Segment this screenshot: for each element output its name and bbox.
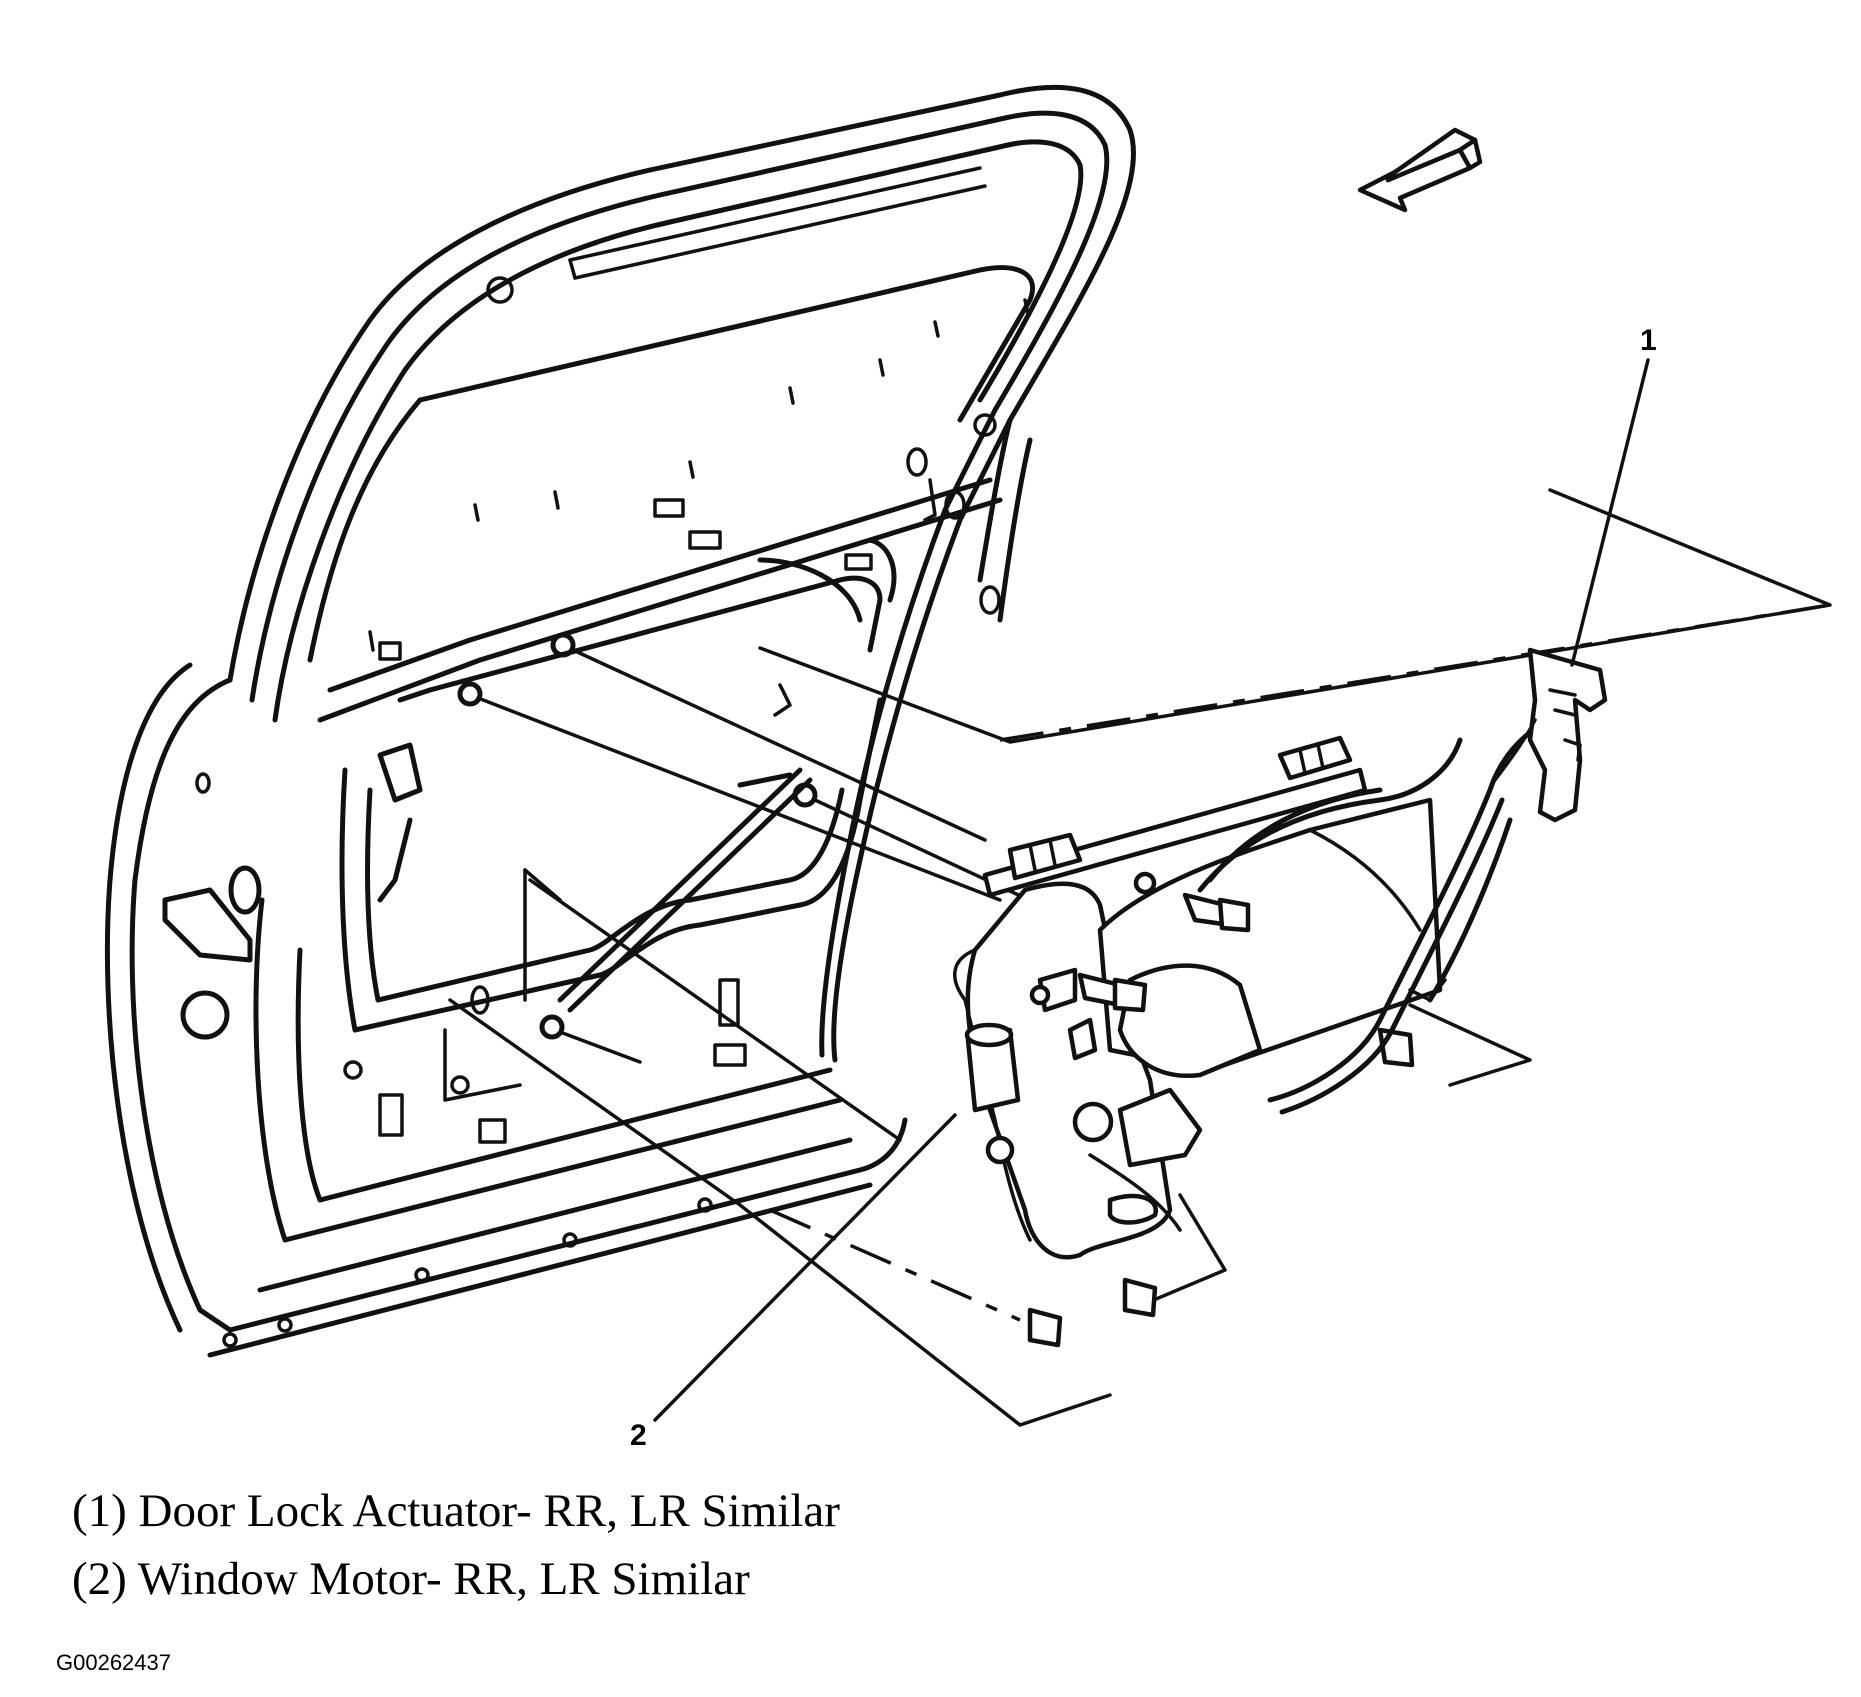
direction-arrow-icon	[1357, 127, 1483, 213]
nut-right	[1377, 1027, 1415, 1068]
explode-lines	[448, 488, 1832, 1427]
callout-1-label: 1	[1640, 324, 1657, 357]
legend-item-door-lock-actuator: (1) Door Lock Actuator- RR, LR Similar	[72, 1485, 840, 1537]
door-frame	[104, 84, 1136, 1358]
figure-id: G00262437	[56, 1650, 171, 1675]
bolt-top	[1182, 892, 1251, 933]
nut-bottom-left	[1027, 1307, 1063, 1348]
legend-item-window-motor: (2) Window Motor- RR, LR Similar	[72, 1553, 750, 1605]
nut-bottom-right	[1122, 1277, 1158, 1318]
window-regulator-assembly	[953, 647, 1608, 1348]
callout-2: 2	[630, 1113, 957, 1452]
callout-1: 1	[1570, 324, 1657, 667]
bolt-mid	[1077, 972, 1148, 1013]
callout-2-label: 2	[630, 1419, 647, 1452]
